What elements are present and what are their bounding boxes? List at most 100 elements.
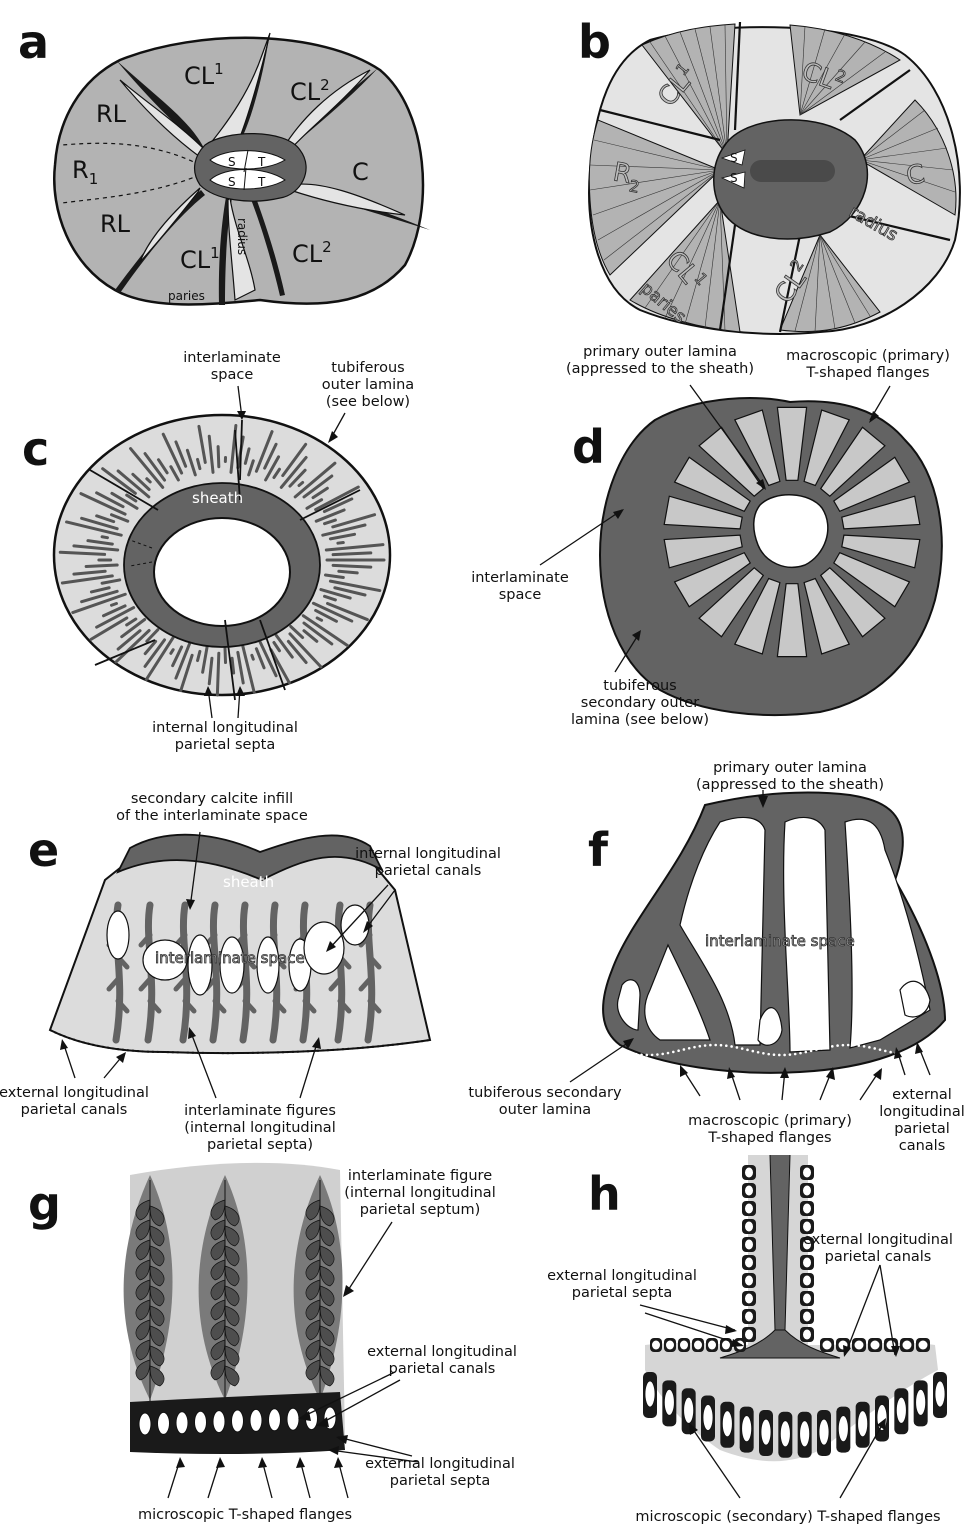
panel-e-letter: e [28, 823, 59, 877]
canal-dot [720, 1044, 723, 1047]
canal-dot [815, 1048, 818, 1051]
panel-a-letter: a [18, 15, 49, 69]
panel-d: d primary outer lamina(appressed to the … [471, 344, 950, 728]
canal-dot [656, 1053, 659, 1056]
canal-opening [745, 1168, 753, 1178]
canal-dot [805, 1051, 808, 1054]
canal-dot [767, 1053, 770, 1056]
canal-opening [703, 1405, 713, 1431]
tube-mark [333, 565, 371, 567]
canal-opening [803, 1258, 811, 1268]
canal-opening [745, 1312, 753, 1322]
label-a-t1: T [257, 155, 266, 169]
label-e-sheath: sheath [223, 873, 274, 891]
canal-opening [652, 1341, 660, 1350]
tube-mark [225, 648, 226, 663]
canal-dot [762, 1052, 765, 1055]
label-e-interlaminate-space: interlaminate space [155, 949, 305, 967]
label-f-primary-outer-lamina: primary outer lamina(appressed to the sh… [696, 760, 884, 793]
label-c-interlaminate-space: interlaminatespace [183, 350, 281, 383]
label-e-figures: interlaminate figures(internal longitudi… [184, 1103, 336, 1153]
canal-opening [287, 1408, 299, 1430]
tube-mark [339, 571, 357, 573]
canal-opening [176, 1412, 188, 1434]
canal-dot [926, 1053, 929, 1056]
canal-dot [831, 1045, 834, 1048]
canal-opening [645, 1381, 655, 1407]
canal-opening [803, 1330, 811, 1340]
canal-dot [635, 1053, 638, 1056]
canal-opening [896, 1397, 906, 1423]
canal-opening [761, 1419, 771, 1445]
canal-opening [823, 1341, 832, 1350]
tube-mark [252, 655, 253, 659]
panel-d-letter: d [572, 420, 605, 474]
canal-dot [677, 1049, 680, 1052]
canal-dot [630, 1052, 633, 1055]
canal-dot [884, 1050, 887, 1053]
canal-opening [919, 1341, 928, 1350]
label-h-external-canals: external longitudinalparietal canals [803, 1232, 953, 1265]
canal-opening [745, 1276, 753, 1286]
canal-opening [916, 1389, 926, 1415]
canal-opening [903, 1341, 912, 1350]
arrow-head [176, 1457, 185, 1468]
canal-dot [789, 1053, 792, 1056]
canal-opening [250, 1409, 262, 1431]
label-g-figure: interlaminate figure(internal longitudin… [344, 1168, 495, 1218]
canal-opening [722, 1341, 730, 1350]
canal-chamber [107, 911, 129, 959]
canal-opening [803, 1204, 811, 1214]
label-c-tubiferous: tubiferousouter lamina(see below) [322, 360, 414, 410]
canal-opening [819, 1419, 829, 1445]
canal-opening [803, 1222, 811, 1232]
canal-dot [699, 1045, 702, 1048]
panel-b: b [578, 15, 960, 334]
label-g-external-septa: external longitudinalparietal septa [365, 1456, 515, 1489]
canal-dot [757, 1051, 760, 1054]
tube-mark [317, 618, 321, 620]
panel-c: c sheath interlaminatespace tubiferousou… [22, 350, 414, 753]
canal-dot [725, 1044, 728, 1047]
canal-opening [838, 1416, 848, 1442]
canal-dot [905, 1053, 908, 1056]
label-d-macroscopic: macroscopic (primary)T-shaped flanges [786, 348, 950, 381]
label-a-rl-top: RL [96, 100, 127, 128]
arrow-head [334, 1457, 343, 1468]
tube-mark [102, 537, 107, 538]
canal-dot [783, 1054, 786, 1057]
canal-dot [730, 1045, 733, 1048]
canal-opening [213, 1411, 225, 1433]
panel-g: g interlaminate figure(internal longitud… [28, 1163, 517, 1523]
canal-dot [619, 1050, 622, 1053]
panel-e-block [50, 835, 430, 1053]
canal-opening [803, 1186, 811, 1196]
label-e-infill: secondary calcite infillof the interlami… [116, 791, 308, 824]
canal-dot [889, 1051, 892, 1054]
canal-dot [752, 1050, 755, 1053]
canal-opening [745, 1330, 753, 1340]
label-c-septa: internal longitudinalparietal septa [152, 720, 298, 753]
canal-dot [863, 1045, 866, 1048]
canal-dot [714, 1044, 717, 1047]
panel-e: e sheath interlaminate space secondary c… [0, 791, 501, 1153]
canal-dot [736, 1046, 739, 1049]
canal-dot [799, 1052, 802, 1055]
canal-dot [688, 1047, 691, 1050]
interlaminate-figure [183, 905, 187, 1040]
canal-dot [709, 1044, 712, 1047]
canal-dot [810, 1050, 813, 1053]
tube-mark [171, 650, 173, 654]
panel-c-wall [54, 415, 390, 700]
label-f-tubiferous: tubiferous secondaryouter lamina [468, 1085, 622, 1118]
canal-opening [742, 1416, 752, 1442]
canal-opening [745, 1240, 753, 1250]
panel-c-letter: c [22, 422, 49, 476]
label-h-external-septa: external longitudinalparietal septa [547, 1268, 697, 1301]
label-b-s1: S [730, 151, 738, 165]
canal-dot [873, 1047, 876, 1050]
label-a-s1: S [228, 155, 236, 169]
canal-opening [680, 1341, 688, 1350]
arrow-head [216, 1457, 225, 1468]
